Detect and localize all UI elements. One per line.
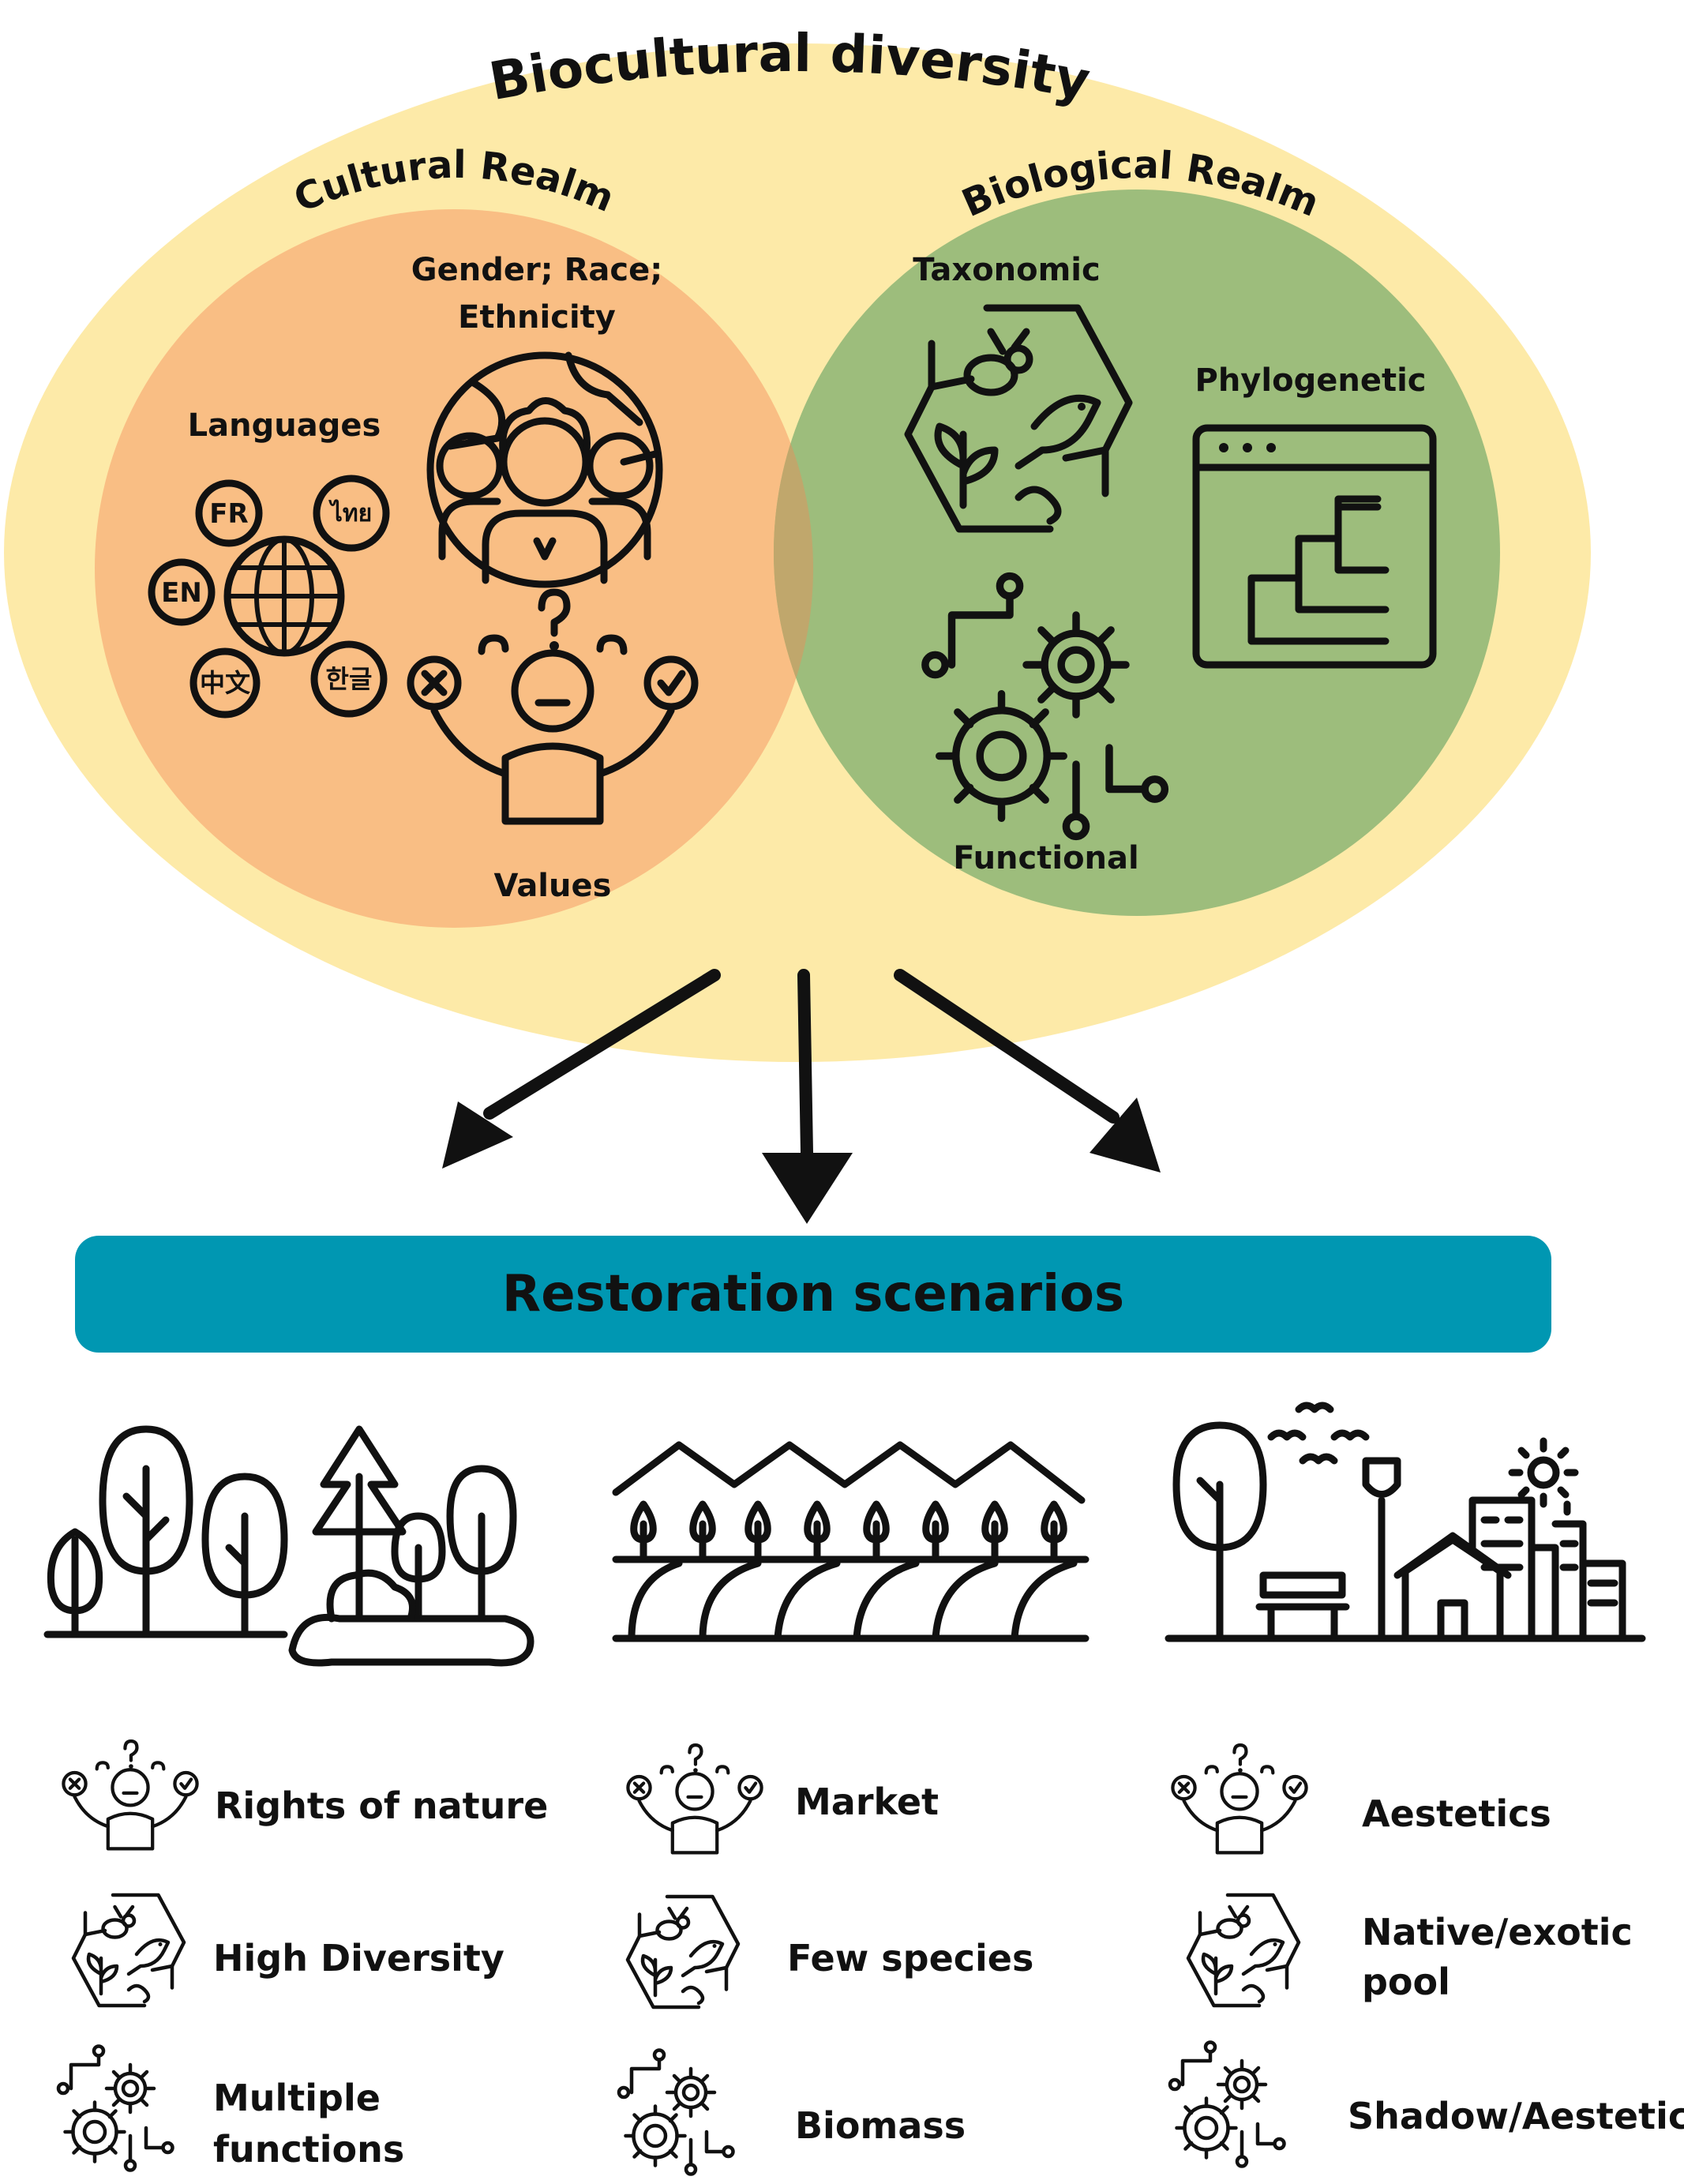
scenario3-taxonomic-label2: pool — [1362, 1961, 1450, 2003]
bubble-fr: FR — [209, 498, 248, 530]
label-functional: Functional — [953, 840, 1139, 876]
bubble-zh: 中文 — [200, 668, 250, 698]
scenario3-taxonomic-label1: Native/exotic — [1362, 1911, 1633, 1953]
scenario1-functional-label2: functions — [213, 2128, 405, 2171]
scenario1-values-icon — [63, 1741, 197, 1848]
scenario1-taxonomic-icon — [73, 1895, 184, 2006]
scenario2-taxonomic-label: Few species — [787, 1937, 1034, 1979]
scenario2-values-icon — [628, 1745, 761, 1852]
scenario2-functional-icon — [619, 2051, 733, 2175]
scenario1-functional-label1: Multiple — [213, 2077, 381, 2119]
scenario3-functional-label: Shadow/Aestetic — [1348, 2095, 1684, 2137]
bubble-en: EN — [161, 577, 202, 609]
scenario3-values-label: Aestetics — [1362, 1792, 1551, 1835]
biological-realm-circle — [774, 190, 1500, 916]
scenario2-values-label: Market — [795, 1781, 940, 1823]
people-globe-icon — [426, 351, 663, 588]
scenario1-functional-icon — [58, 2047, 173, 2171]
forest-landscape-icon — [43, 1425, 534, 1667]
scenario3-functional-icon — [1170, 2043, 1285, 2167]
label-gender: Gender; Race; — [411, 252, 662, 288]
arrow-center — [762, 969, 853, 1224]
restoration-scenarios-banner: Restoration scenarios — [75, 1236, 1551, 1353]
bubble-ko: 한글 — [326, 664, 373, 694]
phylogenetic-icon — [1192, 424, 1437, 669]
cultural-realm-circle — [95, 209, 813, 928]
scenario2-taxonomic-icon — [628, 1897, 738, 2007]
banner-label: Restoration scenarios — [501, 1265, 1125, 1323]
label-taxonomic: Taxonomic — [913, 252, 1100, 288]
scenario1-values-label: Rights of nature — [215, 1784, 549, 1827]
scenario3-values-icon — [1172, 1745, 1306, 1852]
scenario3-taxonomic-icon — [1188, 1895, 1299, 2006]
urban-park-landscape-icon — [1165, 1402, 1646, 1642]
label-ethnicity: Ethnicity — [458, 299, 616, 336]
label-values: Values — [494, 868, 612, 904]
plantation-landscape-icon — [612, 1441, 1090, 1642]
scenario1-taxonomic-label: High Diversity — [213, 1937, 504, 1979]
scenario2-functional-label: Biomass — [795, 2104, 966, 2147]
arrow-left — [442, 969, 721, 1169]
label-phylogenetic: Phylogenetic — [1195, 362, 1427, 399]
arrow-right — [894, 969, 1161, 1173]
bubble-thai: ไทย — [328, 499, 372, 527]
languages-icon: FR ไทย EN 中文 한글 — [148, 475, 390, 719]
label-languages: Languages — [188, 407, 381, 444]
